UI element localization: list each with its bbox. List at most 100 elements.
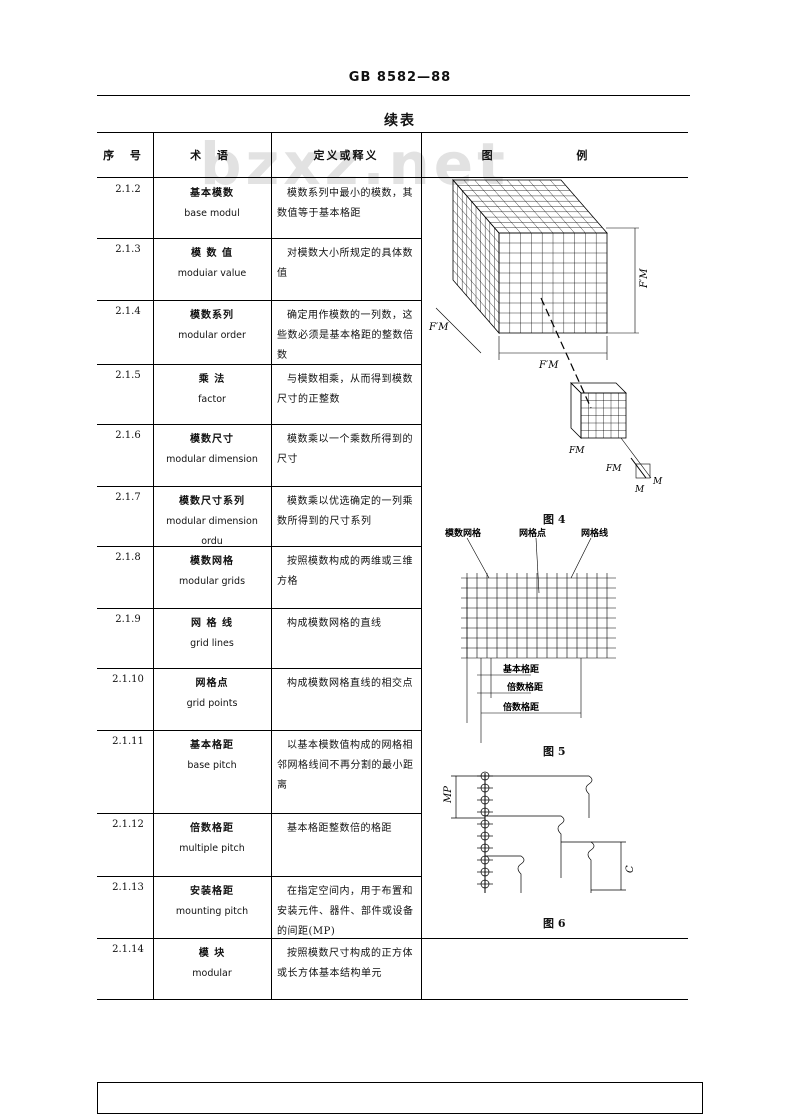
- term-english: moduiar value: [177, 268, 247, 279]
- row-separator: [97, 938, 421, 939]
- footer-box: [97, 1082, 703, 1114]
- header-term: 术 语: [190, 149, 234, 162]
- term-cell: 基本模数 base modul: [154, 184, 270, 224]
- row-separator: [97, 364, 421, 365]
- term-chinese: 模数尺寸: [190, 434, 234, 445]
- figure-4: [435, 178, 652, 479]
- fig4-label-fprime-m: F′M: [639, 268, 650, 289]
- header-no: 序 号: [103, 149, 147, 162]
- term-chinese: 网格点: [195, 678, 229, 689]
- row-separator: [97, 238, 421, 239]
- fig4-label-fm: FM: [568, 446, 585, 456]
- term-chinese: 基本模数: [190, 188, 234, 199]
- term-chinese: 安装格距: [190, 886, 234, 897]
- row-number: 2.1.7: [115, 492, 141, 503]
- continued-title: 续表: [384, 113, 416, 129]
- term-cell: 倍数格距 multiple pitch: [154, 819, 270, 859]
- term-cell: 网格点 grid points: [154, 674, 270, 714]
- header-rule: [97, 177, 688, 178]
- definition-cell: 对模数大小所规定的具体数值: [277, 248, 413, 279]
- fig5-label-multiple-pitch: 倍数格距: [507, 681, 543, 693]
- definition-cell: 在指定空间内，用于布置和安装元件、器件、部件或设备的间距(MP): [277, 886, 414, 937]
- fig4-label-fprime-m-bottom: F′M: [538, 360, 559, 371]
- term-chinese: 乘 法: [198, 374, 226, 385]
- terms-table: 序 号 术 语 定义或释义 图 例 2.1.2 基本模数 base modul 模数系…: [97, 132, 688, 1000]
- term-chinese: 模数尺寸系列: [179, 496, 245, 507]
- document-code: GB 8582—88: [348, 70, 452, 85]
- term-cell: 模数系列 modular order: [154, 306, 270, 346]
- row-number: 2.1.3: [115, 244, 141, 255]
- definition-cell: 构成模数网格的直线: [287, 618, 382, 629]
- definition-cell: 模数乘以优选确定的一列乘数所得到的尺寸系列: [277, 496, 413, 527]
- figures-drawing: F′M F′M F′M FM FM M M 模数网格 网格点: [428, 178, 663, 893]
- figure-6: [451, 771, 626, 893]
- row-number: 2.1.2: [115, 184, 141, 195]
- header-figure: 图 例: [481, 149, 628, 162]
- definition-cell: 基本格距整数倍的格距: [287, 823, 392, 834]
- term-english: grid points: [186, 698, 238, 709]
- term-chinese: 模 数 值: [191, 248, 233, 259]
- definition-cell: 构成模数网格直线的相交点: [287, 678, 413, 689]
- row-number: 2.1.8: [115, 552, 141, 563]
- definition-cell: 按照模数尺寸构成的正方体或长方体基本结构单元: [277, 948, 413, 979]
- row-separator: [97, 424, 421, 425]
- row-separator: [97, 608, 421, 609]
- row-number: 2.1.4: [115, 306, 141, 317]
- term-cell: 网 格 线 grid lines: [154, 614, 270, 654]
- figure-6-caption: 图 6: [543, 917, 566, 930]
- term-english: modular grids: [178, 576, 246, 587]
- term-english: modular order: [178, 330, 246, 341]
- fig4-label-fm-2: FM: [605, 464, 622, 474]
- figure-column: F′M F′M F′M FM FM M M 模数网格 网格点: [421, 178, 688, 938]
- fig5-label-base-pitch: 基本格距: [502, 663, 539, 675]
- fig4-label-fprime-m-side: F′M: [428, 322, 449, 333]
- row-separator: [97, 668, 421, 669]
- figure-bottom-rule: [421, 938, 688, 939]
- term-cell: 模数尺寸系列 modular dimension ordu: [154, 492, 270, 552]
- figure-5-caption: 图 5: [543, 745, 566, 758]
- header-definition: 定义或释义: [313, 149, 379, 162]
- term-chinese: 倍数格距: [190, 823, 234, 834]
- term-chinese: 模数系列: [190, 310, 234, 321]
- fig4-label-m: M: [634, 485, 645, 495]
- row-separator: [97, 876, 421, 877]
- row-separator: [97, 300, 421, 301]
- col-divider: [153, 133, 154, 999]
- row-number: 2.1.12: [112, 819, 144, 830]
- definition-cell: 模数乘以一个乘数所得到的尺寸: [277, 434, 413, 465]
- figure-4-caption: 图 4: [543, 513, 566, 526]
- row-separator: [97, 730, 421, 731]
- row-number: 2.1.11: [112, 736, 144, 747]
- fig5-label-grid-lines: 网格线: [581, 527, 608, 539]
- term-english: multiple pitch: [179, 843, 245, 854]
- definition-cell: 与模数相乘，从而得到模数尺寸的正整数: [277, 374, 413, 405]
- row-separator: [97, 546, 421, 547]
- term-cell: 模数尺寸 modular dimension: [154, 430, 270, 470]
- definition-cell: 确定用作模数的一列数，这些数必须是基本格距的整数倍数: [277, 310, 414, 361]
- term-english: modular dimension ordu: [166, 516, 258, 547]
- term-chinese: 网 格 线: [191, 618, 233, 629]
- module-cube-side: [452, 178, 500, 335]
- term-english: base modul: [184, 208, 240, 219]
- col-divider: [421, 133, 422, 999]
- term-cell: 安装格距 mounting pitch: [154, 882, 270, 922]
- term-english: grid lines: [190, 638, 234, 649]
- header-rule: [97, 95, 690, 96]
- fig5-label-multiple-pitch-2: 倍数格距: [503, 701, 539, 713]
- fig5-label-modular-grid: 模数网格: [445, 527, 482, 539]
- term-cell: 模 数 值 moduiar value: [154, 244, 270, 284]
- row-number: 2.1.13: [112, 882, 144, 893]
- row-number: 2.1.9: [115, 614, 141, 625]
- definition-cell: 按照模数构成的两维或三维方格: [277, 556, 413, 587]
- watermark: bzxz.net: [200, 130, 509, 198]
- term-english: modular dimension: [166, 454, 258, 465]
- fig6-label-c: C: [625, 865, 636, 873]
- term-english: base pitch: [187, 760, 237, 771]
- term-english: mounting pitch: [175, 906, 249, 917]
- row-number: 2.1.14: [112, 944, 144, 955]
- row-number: 2.1.5: [115, 370, 141, 381]
